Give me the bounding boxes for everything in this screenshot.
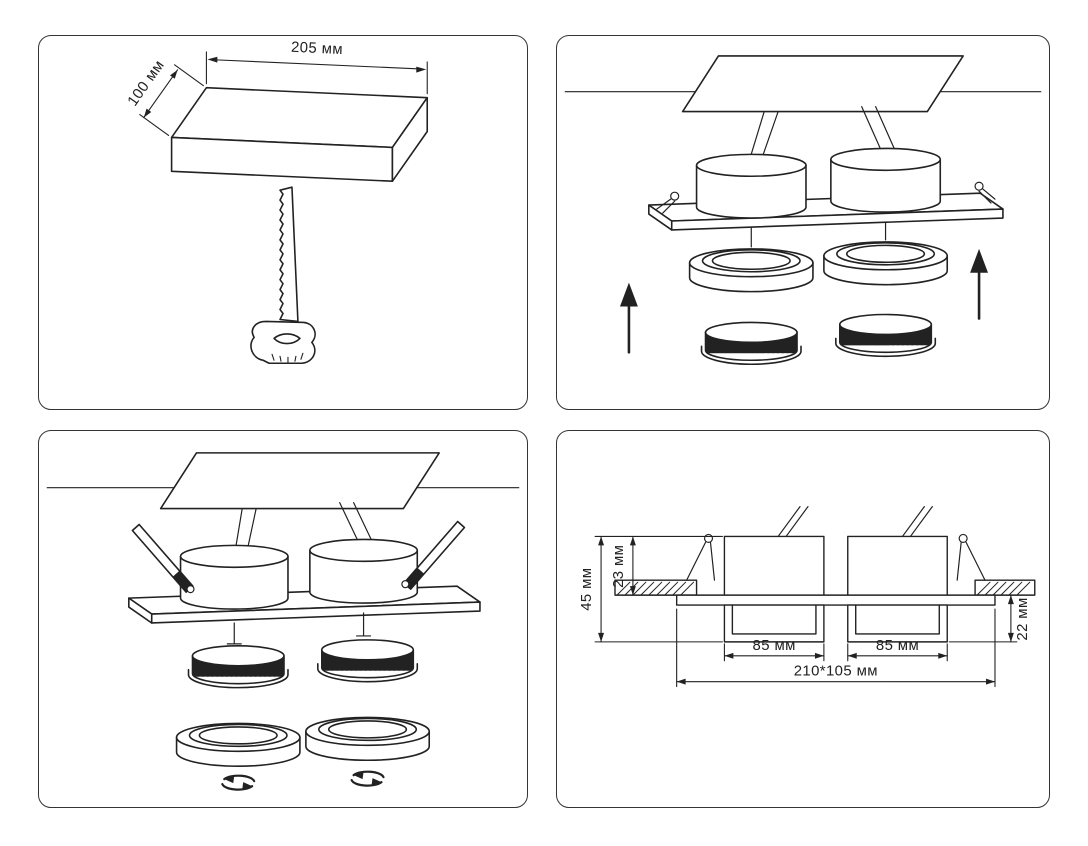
up-arrow-icon-left: [619, 282, 638, 354]
fixture-body-right: [830, 147, 942, 213]
ceiling-panel: [46, 452, 520, 510]
spring-clip-right: [401, 520, 466, 590]
dim-total-height-label: 45 мм: [578, 568, 595, 611]
supply-wires: [749, 106, 897, 158]
dimension-width: 205 мм: [205, 39, 428, 95]
saw-handle-grip-lines: [271, 352, 304, 363]
spring-pin-right: [974, 181, 996, 204]
dimension-above-ceiling: 23 мм: [610, 535, 676, 596]
ceiling-panel: [564, 55, 1042, 113]
spring-clip-left: [131, 523, 195, 594]
spring-pin-left: [656, 191, 680, 214]
fixture-body-left: [179, 544, 289, 610]
gx53-lamp-right: [835, 313, 937, 358]
gx53-lamp-left: [700, 321, 802, 366]
panel-section-step: 45 мм 23 мм 22 мм: [556, 430, 1050, 808]
twist-diagram: [46, 452, 520, 791]
can-body-left: [723, 506, 825, 596]
trim-ring-right: [305, 716, 431, 762]
bezel-section-left: [723, 604, 825, 643]
dim-overall-label: 210*105 мм: [794, 663, 878, 680]
spring-clamp-left: [686, 533, 716, 581]
hand-saw-icon: [250, 186, 316, 365]
rotate-arrow-icon-left: [221, 774, 256, 791]
spring-clamp-right: [956, 533, 986, 581]
panel-cutout-step: 205 мм 100 мм: [38, 35, 528, 410]
rotate-arrow-icon-right: [350, 770, 385, 787]
dim-width-label: 205 мм: [291, 39, 344, 58]
panel-insert-step: [556, 35, 1050, 410]
dimension-total-height: 45 мм: [578, 535, 723, 643]
up-arrow-icon-right: [970, 248, 989, 320]
cutout-diagram: 205 мм 100 мм: [124, 39, 429, 365]
gx53-lamp-right: [317, 639, 419, 683]
insert-diagram: [564, 55, 1042, 366]
dim-lamp-left-label: 85 мм: [753, 637, 796, 654]
supply-wires: [234, 502, 375, 551]
gx53-lamp-left: [187, 645, 289, 689]
ceiling-hatched-right: [974, 579, 1036, 596]
trim-plate: [675, 594, 996, 606]
dimension-lamp-right: 85 мм: [847, 637, 948, 662]
dim-below-ceiling-label: 22 мм: [1014, 597, 1031, 640]
ceiling-cutout-block: [170, 86, 429, 183]
dim-depth-label: 100 мм: [124, 57, 168, 109]
dim-above-ceiling-label: 23 мм: [610, 545, 627, 588]
panel-twist-step: [38, 430, 528, 808]
ceiling-hatched-left: [614, 579, 698, 596]
saw-blade: [279, 186, 299, 323]
trim-ring-left: [688, 248, 814, 293]
fixture-body-right: [309, 538, 419, 604]
section-diagram: 45 мм 23 мм 22 мм: [578, 506, 1036, 688]
fixture-body-left: [695, 153, 807, 219]
dim-lamp-right-label: 85 мм: [876, 637, 919, 654]
bezel-section-right: [847, 604, 948, 643]
can-body-right: [847, 506, 948, 596]
socket-stems: [226, 612, 372, 645]
trim-ring-right: [823, 241, 949, 286]
dimension-below-ceiling: 22 мм: [948, 594, 1031, 643]
dimension-overall: 210*105 мм: [676, 608, 996, 688]
saw-handle: [250, 320, 316, 365]
trim-ring-left: [175, 722, 301, 768]
dimension-lamp-left: 85 мм: [723, 637, 825, 662]
